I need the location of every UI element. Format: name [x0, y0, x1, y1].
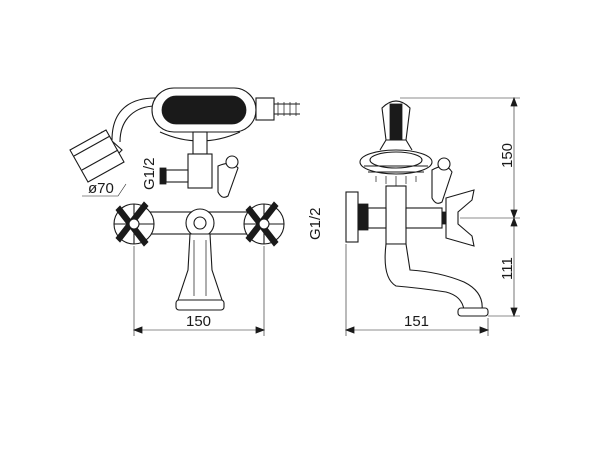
diverter-body: [187, 153, 213, 189]
label-diameter-shower: ø70: [88, 180, 114, 197]
side-view: [344, 96, 520, 336]
wall-flange: [345, 191, 359, 243]
front-view: [69, 87, 300, 336]
cold-handle: [113, 201, 155, 247]
label-height-lower: 111: [499, 257, 516, 280]
shower-rose: [359, 149, 433, 175]
label-thread-side: G1/2: [307, 207, 324, 240]
label-thread-front: G1/2: [141, 157, 158, 190]
spout-side: [384, 243, 483, 311]
diverter-lever: [217, 162, 239, 198]
label-depth-side: 151: [404, 313, 429, 330]
spout-front: [177, 233, 223, 301]
side-handle: [445, 189, 475, 247]
label-height-upper: 150: [499, 143, 516, 168]
side-body: [405, 207, 443, 229]
shower-head: [69, 129, 125, 183]
label-width-front: 150: [186, 313, 211, 330]
hot-handle: [243, 201, 285, 247]
side-column: [385, 185, 407, 245]
